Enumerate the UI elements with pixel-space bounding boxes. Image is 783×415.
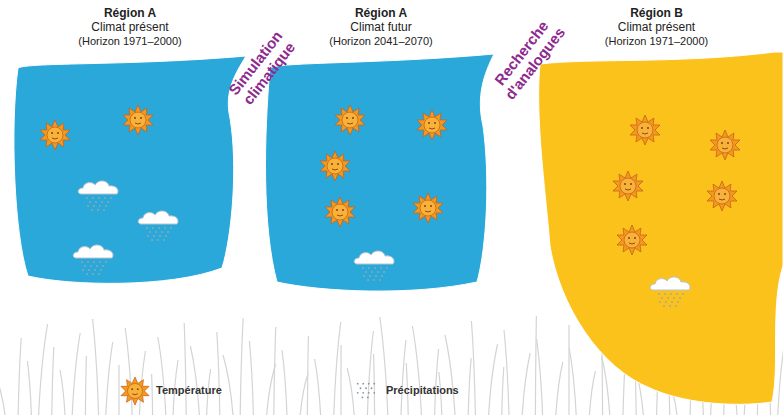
region-shape xyxy=(530,6,783,415)
rain-cloud-icon xyxy=(73,245,113,275)
sun-icon xyxy=(325,197,355,227)
rain-cloud-icon xyxy=(78,181,118,211)
climate-period: Climat futur xyxy=(262,20,500,34)
sun-icon xyxy=(40,120,70,150)
sun-icon xyxy=(617,225,647,255)
sun-icon xyxy=(707,181,737,211)
rain-cloud-icon xyxy=(650,277,690,307)
temperature-icon xyxy=(121,377,149,405)
region-shape xyxy=(10,6,250,296)
region-name: Région A xyxy=(10,6,250,20)
sun-icon xyxy=(630,115,660,145)
sun-icon xyxy=(335,105,365,135)
region-heading: Région AClimat présent(Horizon 1971–2000… xyxy=(10,6,250,48)
horizon-years: (Horizon 1971–2000) xyxy=(10,34,250,48)
rain-cloud-icon xyxy=(138,211,178,241)
sun-icon xyxy=(413,193,443,223)
region-name: Région A xyxy=(262,6,500,20)
sun-icon xyxy=(417,110,447,140)
sun-icon xyxy=(123,105,153,135)
climate-region: Région BClimat présent(Horizon 1971–2000… xyxy=(530,6,783,415)
climate-period: Climat présent xyxy=(10,20,250,34)
region-name: Région B xyxy=(530,6,783,20)
horizon-years: (Horizon 1971–2000) xyxy=(530,34,783,48)
precipitation-icon xyxy=(357,383,375,399)
sun-icon xyxy=(710,130,740,160)
legend-text: Température xyxy=(156,384,222,396)
sun-icon xyxy=(613,171,643,201)
sun-icon xyxy=(320,151,350,181)
rain-cloud-icon xyxy=(354,251,394,281)
climate-region: Région AClimat présent(Horizon 1971–2000… xyxy=(10,6,250,296)
legend-text: Précipitations xyxy=(386,384,459,396)
